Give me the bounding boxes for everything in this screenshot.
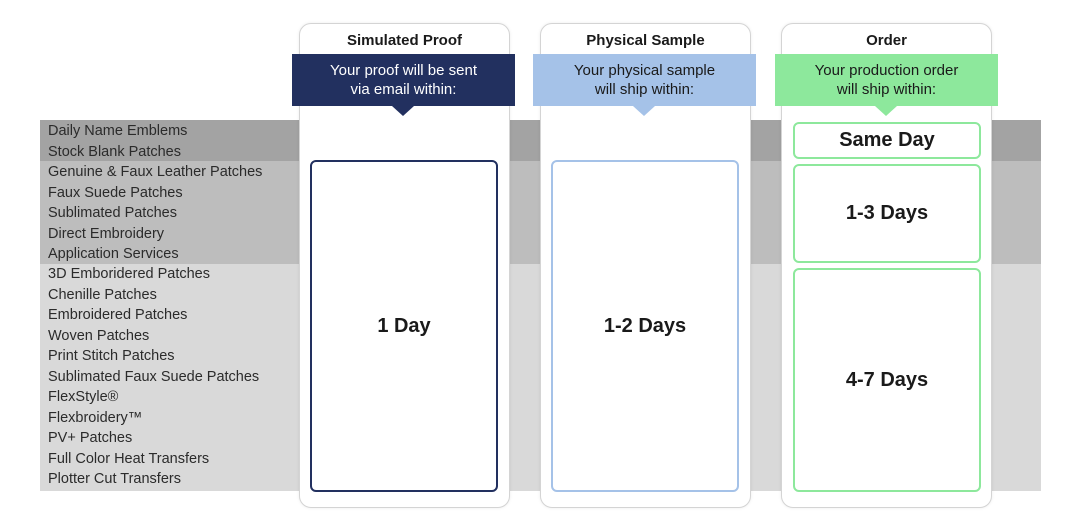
order-banner-line-2: will ship within:	[836, 81, 937, 98]
product-label-direct-embroidery: Direct Embroidery	[48, 226, 165, 242]
order-4-7-days-box: 4-7 Days	[793, 268, 981, 492]
order-banner-line-1: Your production order	[814, 62, 959, 79]
sample-banner: Your physical sample will ship within:	[533, 54, 756, 106]
order-4-7-days-duration: 4-7 Days	[845, 368, 929, 391]
proof-duration: 1 Day	[377, 314, 431, 337]
product-label-plotter-cut-transfers: Plotter Cut Transfers	[48, 471, 181, 487]
product-label-print-stitch-patches: Print Stitch Patches	[48, 348, 175, 364]
order-same-day-duration: Same Day	[839, 129, 935, 151]
product-label-full-color-heat-transfers: Full Color Heat Transfers	[48, 451, 210, 467]
sample-banner-line-2: will ship within:	[594, 81, 695, 98]
proof-banner-line-2: via email within:	[350, 81, 457, 98]
order-same-day-box: Same Day	[793, 122, 981, 159]
product-label-3d-embroidered-patches: 3D Emboridered Patches	[48, 266, 210, 282]
order-title: Order	[866, 32, 907, 49]
sample-banner-pointer	[633, 106, 655, 116]
order-1-3-days-box: 1-3 Days	[793, 164, 981, 263]
proof-duration-box: 1 Day	[310, 160, 498, 492]
product-label-chenille-patches: Chenille Patches	[48, 287, 157, 303]
proof-banner-pointer	[392, 106, 414, 116]
order-1-3-days-duration: 1-3 Days	[845, 202, 929, 224]
product-label-flexstyle: FlexStyle®	[48, 389, 119, 405]
product-label-sublimated-patches: Sublimated Patches	[48, 205, 177, 221]
product-label-daily-name-emblems: Daily Name Emblems	[48, 123, 188, 139]
sample-banner-line-1: Your physical sample	[573, 62, 716, 79]
sample-duration: 1-2 Days	[603, 314, 687, 337]
product-label-flexbroidery: Flexbroidery™	[48, 410, 143, 426]
product-label-sublimated-faux-suede: Sublimated Faux Suede Patches	[48, 369, 260, 385]
physical-sample-title: Physical Sample	[586, 32, 705, 49]
product-label-leather-patches: Genuine & Faux Leather Patches	[48, 164, 263, 180]
sample-duration-box: 1-2 Days	[551, 160, 739, 492]
order-banner-pointer	[875, 106, 897, 116]
product-label-application-services: Application Services	[48, 246, 179, 262]
simulated-proof-title: Simulated Proof	[346, 32, 462, 49]
product-label-pv-plus-patches: PV+ Patches	[48, 430, 133, 446]
product-label-woven-patches: Woven Patches	[48, 328, 150, 344]
proof-banner-line-1: Your proof will be sent	[329, 62, 478, 79]
product-label-stock-blank-patches: Stock Blank Patches	[48, 144, 181, 160]
order-banner: Your production order will ship within:	[775, 54, 998, 106]
product-label-faux-suede-patches: Faux Suede Patches	[48, 185, 183, 201]
product-label-embroidered-patches: Embroidered Patches	[48, 307, 188, 323]
proof-banner: Your proof will be sent via email within…	[292, 54, 515, 106]
